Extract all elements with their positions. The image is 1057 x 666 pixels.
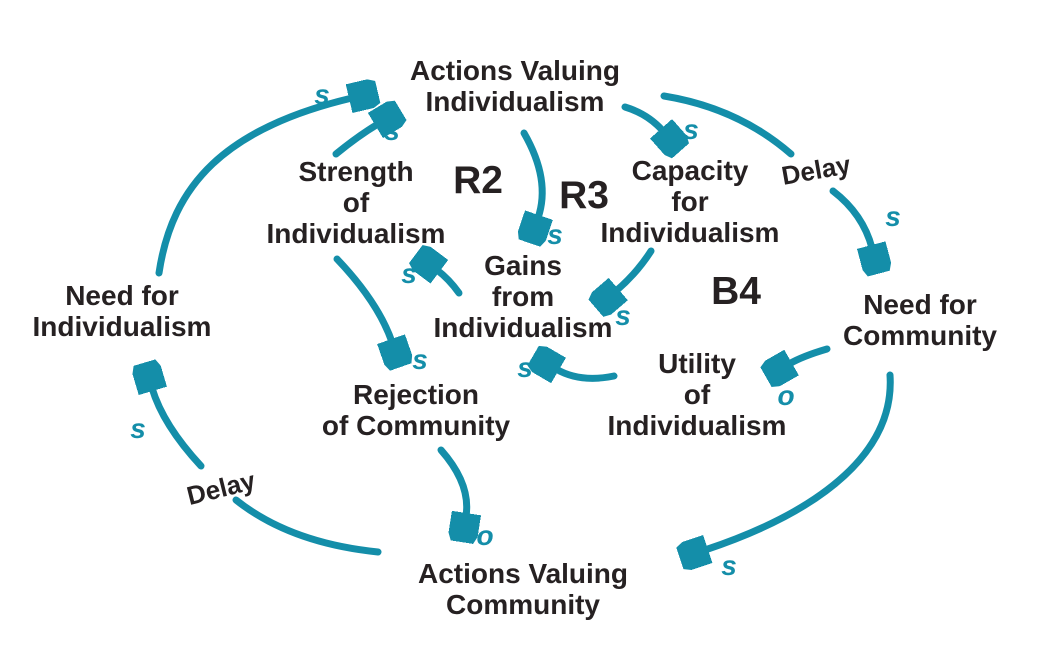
node-need-for-community: Need for Community — [843, 289, 997, 351]
node-line: of — [683, 379, 711, 410]
polarity-s-capacity-to-gains: s — [615, 300, 631, 331]
node-line: Need for — [65, 280, 179, 311]
loop-label-b4: B4 — [711, 270, 761, 313]
polarity-s-gains-to-strength: s — [401, 258, 417, 289]
link-capacity-to-gains — [616, 247, 655, 291]
link-need-individualism-to-actions-individualism — [155, 98, 352, 277]
node-rejection-of-community: Rejection of Community — [322, 379, 510, 441]
polarity-o-need-community-to-utility: o — [777, 380, 795, 411]
node-line: of — [342, 187, 370, 218]
node-line: of Community — [321, 410, 511, 441]
node-actions-valuing-community: Actions Valuing Community — [418, 558, 628, 620]
node-line: from — [491, 281, 555, 312]
polarity-o-rejection-to-actions-community: o — [476, 520, 494, 551]
link-need-community-to-actions-community — [705, 371, 894, 550]
node-strength-of-individualism: Strength of Individualism — [267, 156, 446, 249]
link-actions-individualism-to-gains — [524, 129, 542, 218]
polarity-s-strength-to-actions-indiv: s — [384, 115, 400, 146]
polarity-s-actions-community-to-need-indiv: s — [130, 413, 146, 444]
polarity-s-actions-indiv-to-gains: s — [547, 219, 563, 250]
node-line: Individualism — [32, 311, 212, 342]
node-line: Individualism — [607, 410, 787, 441]
polarity-s-need-community-to-actions-community: s — [721, 550, 737, 581]
node-line: Individualism — [266, 218, 446, 249]
node-actions-valuing-individualism: Actions Valuing Individualism — [410, 55, 620, 117]
node-line: Individualism — [433, 312, 613, 343]
link-need-community-to-utility — [789, 345, 831, 364]
loop-label-r3: R3 — [559, 174, 609, 217]
link-strength-to-rejection — [333, 255, 392, 342]
node-utility-of-individualism: Utility of Individualism — [608, 348, 787, 441]
node-line: for — [671, 186, 709, 217]
node-line: Community — [843, 320, 997, 351]
link-gains-to-strength — [437, 270, 463, 297]
node-line: Capacity — [631, 155, 749, 186]
node-line: Strength — [298, 156, 414, 187]
node-line: Individualism — [600, 217, 780, 248]
node-gains-from-individualism: Gains from Individualism — [434, 250, 613, 343]
node-line: Utility — [658, 348, 736, 379]
polarity-s-actions-indiv-to-capacity: s — [683, 114, 699, 145]
link-strength-to-actions-individualism — [332, 124, 378, 158]
polarity-s-strength-to-rejection: s — [412, 344, 428, 375]
node-line: Individualism — [425, 86, 605, 117]
link-actions-individualism-to-need-community-segment-1 — [660, 92, 795, 158]
node-line: Rejection — [352, 379, 480, 410]
node-capacity-for-individualism: Capacity for Individualism — [601, 155, 780, 248]
loop-label-r2: R2 — [453, 159, 503, 202]
link-actions-individualism-to-need-community-segment-2 — [829, 187, 872, 248]
node-line: Community — [446, 589, 600, 620]
polarity-s-actions-indiv-to-need-community: s — [885, 201, 901, 232]
node-line: Gains — [484, 250, 562, 281]
node-line: Need for — [863, 289, 977, 320]
link-actions-community-to-need-individualism-segment-1 — [232, 496, 382, 556]
node-line: Actions Valuing — [417, 558, 629, 589]
link-rejection-to-actions-community — [437, 446, 467, 516]
link-utility-to-gains — [556, 369, 618, 378]
node-line: Actions Valuing — [409, 55, 621, 86]
polarity-s-utility-to-gains: s — [517, 352, 533, 383]
link-actions-individualism-to-capacity — [621, 103, 663, 131]
polarity-s-need-indiv-to-actions-indiv: s — [314, 79, 330, 110]
link-actions-community-to-need-individualism-segment-2 — [152, 388, 205, 470]
node-need-for-individualism: Need for Individualism — [33, 280, 212, 342]
